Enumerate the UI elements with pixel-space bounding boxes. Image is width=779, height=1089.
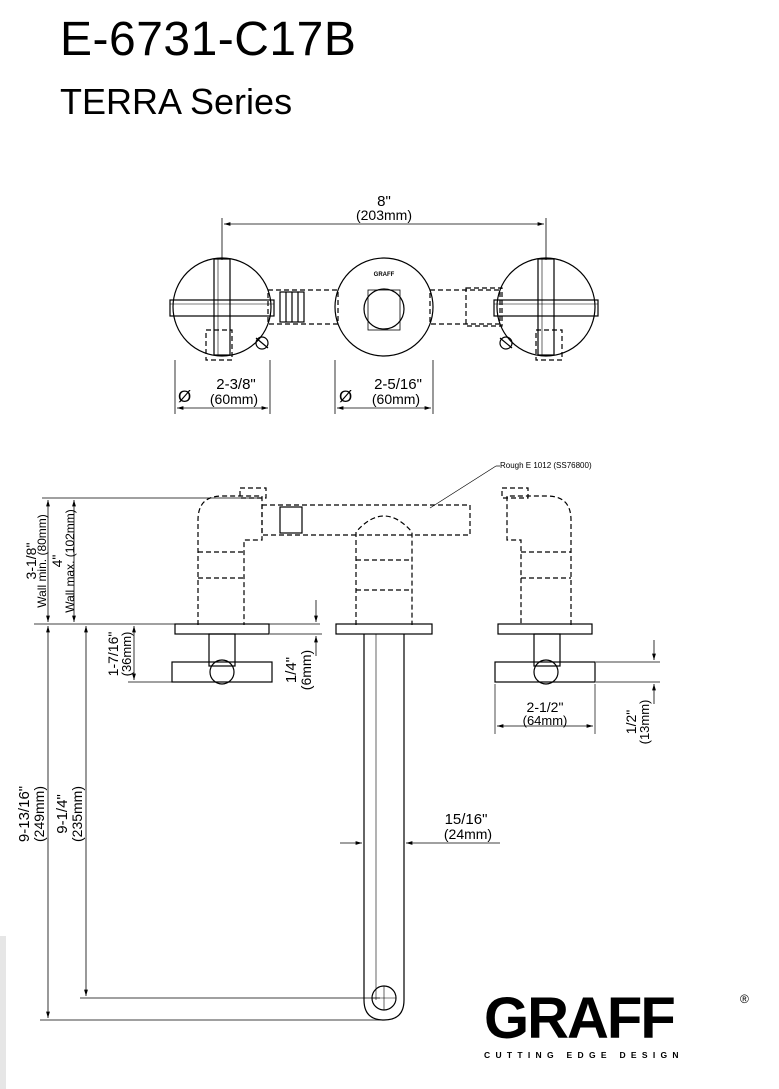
spout-dia-mm: (60mm) [372,391,420,407]
spout-len-total-in: 9-13/16" [16,786,33,842]
flange-in: 1/4" [283,657,300,683]
spacing-mm: (203mm) [356,207,412,223]
handle-dia-mm: (60mm) [210,391,258,407]
page-title: E-6731-C17B [60,13,357,66]
handle-width-in: 2-1/2" [527,699,564,715]
handle-proj-in: 1-7/16" [105,632,121,677]
spout-dia-in: 15/16" [445,811,488,828]
flange-mm: (6mm) [298,650,314,690]
handle-proj-mm: (36mm) [119,632,134,677]
handle-thick-mm: (13mm) [637,700,652,745]
spacing-in: 8" [377,193,391,210]
wall-min-mm: Wall min. (80mm) [35,514,49,608]
rough-label: Rough E 1012 (SS76800) [500,461,592,470]
top-view [169,218,599,414]
top-view-labels: 8" (203mm) GRAFF Ø 2-3/8" (60mm) Ø 2-5/1… [178,193,422,407]
handle-width-mm: (64mm) [523,713,568,728]
wall-max-in: 4" [49,555,65,568]
registered-mark: ® [740,992,749,1006]
spout-len-total-mm: (249mm) [31,786,47,842]
side-view-labels: Rough E 1012 (SS76800) 3-1/8" Wall min. … [16,461,652,842]
spout-len-mm: (235mm) [69,786,85,842]
spout-dia-mm: (24mm) [444,826,492,842]
wall-min-in: 3-1/8" [23,543,39,580]
handle-thick-in: 1/2" [623,710,639,734]
diameter-icon: Ø [178,387,191,406]
scrollbar[interactable] [0,936,6,1089]
spout-len-in: 9-1/4" [54,794,71,834]
wall-max-mm: Wall max. (102mm) [63,509,77,613]
brand-tagline: CUTTING EDGE DESIGN [484,1050,684,1060]
brand-name: GRAFF [484,986,676,1051]
spout-dia-in: 2-5/16" [374,376,422,393]
brand-logo: GRAFF ® CUTTING EDGE DESIGN [484,986,754,1061]
series-subtitle: TERRA Series [60,81,293,122]
handle-dia-in: 2-3/8" [216,376,256,393]
side-view [34,465,660,1021]
diameter-icon: Ø [339,387,352,406]
center-logo: GRAFF [374,272,395,278]
